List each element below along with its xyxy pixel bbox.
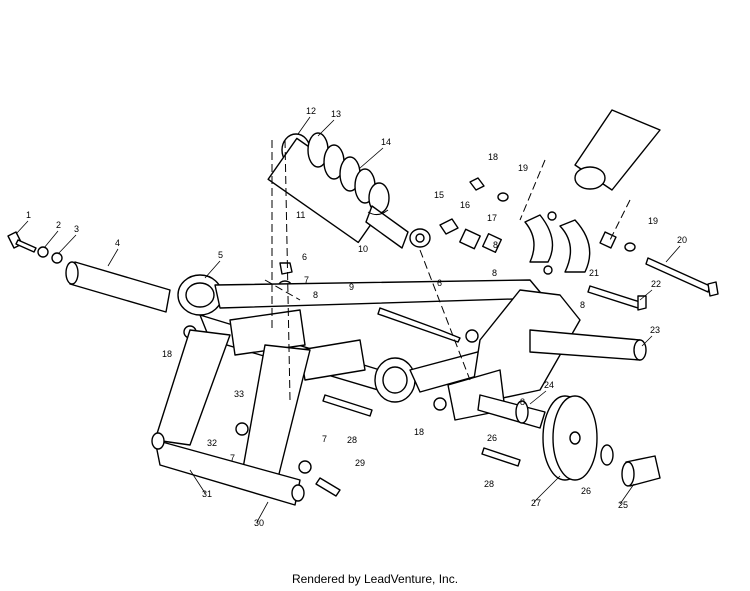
callout-8b: 8 [492, 268, 497, 278]
callout-16: 16 [460, 200, 470, 210]
callout-28a: 28 [347, 435, 357, 445]
callout-13: 13 [331, 109, 341, 119]
callout-19b: 19 [648, 216, 658, 226]
callout-3: 3 [74, 224, 79, 234]
callout-22: 22 [651, 279, 661, 289]
upper-shock-tube [574, 109, 661, 191]
callout-11: 11 [296, 210, 305, 220]
callout-18b: 18 [162, 349, 172, 359]
callout-10: 10 [358, 244, 368, 254]
callout-7a: 7 [304, 275, 309, 285]
callout-28b: 28 [484, 479, 494, 489]
callout-8a: 8 [313, 290, 318, 300]
wheel-assembly [477, 394, 661, 487]
lower-arms [151, 329, 311, 506]
callout-7b: 7 [322, 434, 327, 444]
callout-23: 23 [650, 325, 660, 335]
callout-21: 21 [589, 268, 599, 278]
callout-6: 6 [302, 252, 307, 262]
callout-17: 17 [487, 213, 497, 223]
retaining-pin [377, 307, 461, 343]
callout-29: 29 [355, 458, 365, 468]
shock-absorber [267, 132, 431, 249]
callout-5: 5 [218, 250, 223, 260]
callout-20: 20 [677, 235, 687, 245]
callout-31: 31 [202, 489, 212, 499]
callout-26a: 26 [487, 433, 497, 443]
callout-9: 9 [349, 282, 354, 292]
callout-8c: 8 [580, 300, 585, 310]
callout-25: 25 [618, 500, 628, 510]
callouts: 1 2 3 4 5 6 6 7 7 7 8 8 8 8 9 10 11 12 1… [26, 106, 687, 528]
callout-18a: 18 [488, 152, 498, 162]
callout-18c: 18 [414, 427, 424, 437]
callout-12: 12 [306, 106, 316, 116]
leader-lines [15, 116, 681, 523]
callout-19a: 19 [518, 163, 528, 173]
callout-2: 2 [56, 220, 61, 230]
callout-1: 1 [26, 210, 31, 220]
bushings [439, 177, 636, 254]
alignment-lines [264, 139, 631, 401]
callout-26b: 26 [581, 486, 591, 496]
callout-24: 24 [544, 380, 554, 390]
callout-6b: 6 [437, 278, 442, 288]
callout-15: 15 [434, 190, 444, 200]
callout-30: 30 [254, 518, 264, 528]
render-credit: Rendered by LeadVenture, Inc. [291, 572, 459, 586]
callout-27: 27 [531, 498, 541, 508]
callout-14: 14 [381, 137, 391, 147]
pivot-tube [65, 261, 171, 313]
callout-7c: 7 [230, 453, 235, 463]
callout-33: 33 [234, 389, 244, 399]
callout-8e: 8 [493, 240, 498, 250]
bolts [7, 231, 719, 497]
callout-4: 4 [115, 238, 120, 248]
bracket-halves [524, 211, 591, 275]
callout-32: 32 [207, 438, 217, 448]
callout-8d: 8 [520, 397, 525, 407]
